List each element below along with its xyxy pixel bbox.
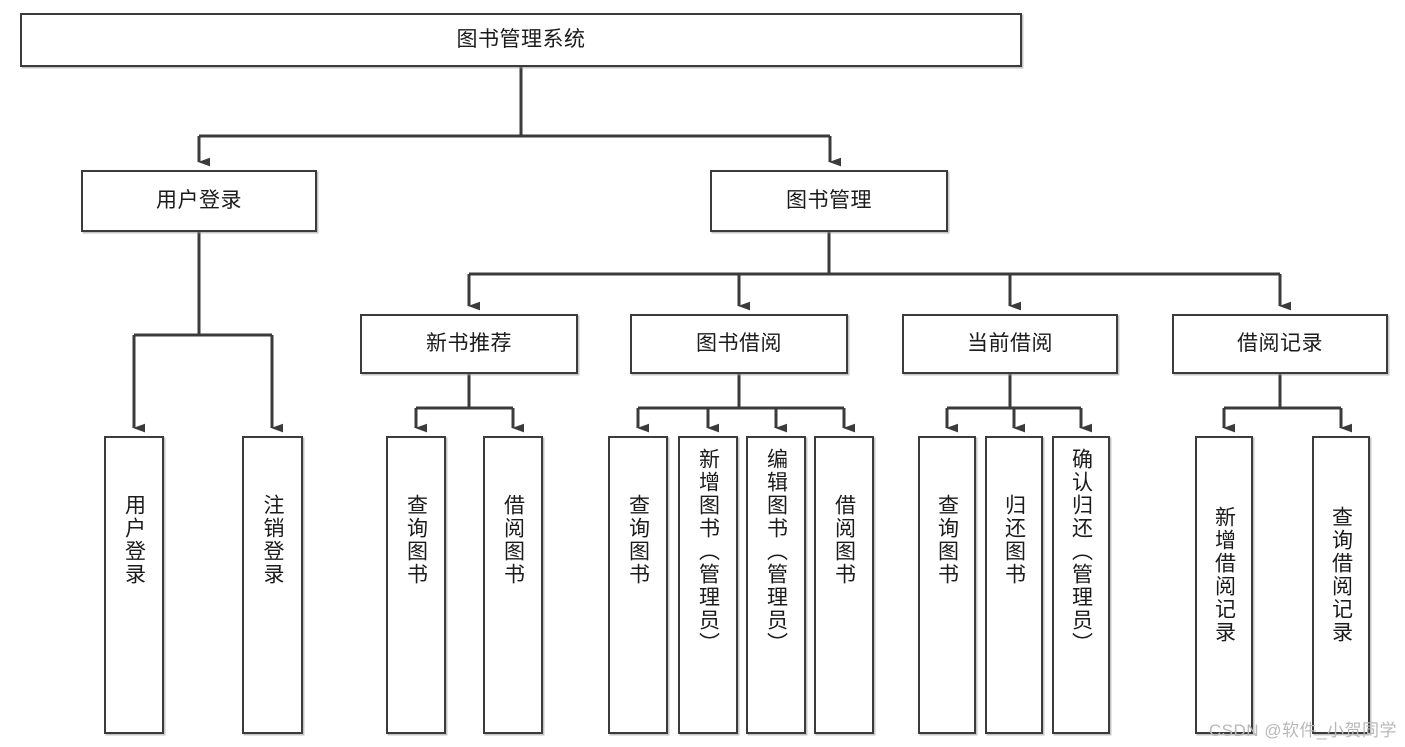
watermark: CSDN @软件_小贺同学	[1208, 721, 1397, 740]
node-leaf-borrow-books-borrow[interactable]: 借阅图书	[814, 436, 874, 734]
node-book-borrow[interactable]: 图书借阅	[630, 314, 848, 374]
node-book-borrow-label: 图书借阅	[696, 331, 782, 355]
node-user-login-label: 用户登录	[156, 188, 242, 212]
node-leaf-logout-label: 注销登录	[261, 494, 285, 586]
node-root-label: 图书管理系统	[456, 27, 586, 51]
node-leaf-add-book-admin-label: 新增图书（管理员）	[696, 448, 720, 655]
node-leaf-query-books-rec-label: 查询图书	[404, 494, 428, 586]
node-leaf-user-login[interactable]: 用户登录	[104, 436, 164, 734]
node-leaf-add-book-admin[interactable]: 新增图书（管理员）	[678, 436, 738, 734]
node-leaf-query-books-rec[interactable]: 查询图书	[386, 436, 446, 734]
node-leaf-add-borrow-record[interactable]: 新增借阅记录	[1195, 436, 1253, 734]
node-book-management-label: 图书管理	[786, 188, 872, 212]
node-leaf-logout[interactable]: 注销登录	[242, 436, 303, 734]
node-leaf-borrow-books-rec-label: 借阅图书	[501, 494, 525, 586]
node-root[interactable]: 图书管理系统	[20, 13, 1022, 67]
node-current-borrow-label: 当前借阅	[967, 331, 1053, 355]
node-leaf-query-books-borrow-label: 查询图书	[626, 494, 650, 586]
node-leaf-borrow-books-borrow-label: 借阅图书	[832, 494, 856, 586]
node-borrow-record-label: 借阅记录	[1237, 331, 1323, 355]
node-user-login[interactable]: 用户登录	[81, 170, 317, 232]
node-leaf-edit-book-admin-label: 编辑图书（管理员）	[764, 448, 788, 655]
node-book-management[interactable]: 图书管理	[710, 170, 948, 232]
node-leaf-user-login-label: 用户登录	[122, 494, 146, 586]
node-leaf-return-books-label: 归还图书	[1002, 494, 1026, 586]
node-leaf-add-borrow-record-label: 新增借阅记录	[1212, 506, 1236, 644]
node-leaf-query-books-current-label: 查询图书	[935, 494, 959, 586]
node-leaf-query-borrow-record[interactable]: 查询借阅记录	[1312, 436, 1370, 734]
node-new-book-recommend-label: 新书推荐	[426, 331, 512, 355]
node-leaf-query-books-borrow[interactable]: 查询图书	[608, 436, 668, 734]
node-leaf-confirm-return-admin-label: 确认归还（管理员）	[1069, 448, 1093, 655]
node-leaf-borrow-books-rec[interactable]: 借阅图书	[483, 436, 543, 734]
node-leaf-return-books[interactable]: 归还图书	[985, 436, 1043, 734]
node-leaf-edit-book-admin[interactable]: 编辑图书（管理员）	[746, 436, 806, 734]
node-leaf-confirm-return-admin[interactable]: 确认归还（管理员）	[1052, 436, 1110, 734]
node-leaf-query-borrow-record-label: 查询借阅记录	[1329, 506, 1353, 644]
node-leaf-query-books-current[interactable]: 查询图书	[918, 436, 976, 734]
node-new-book-recommend[interactable]: 新书推荐	[360, 314, 578, 374]
node-current-borrow[interactable]: 当前借阅	[902, 314, 1118, 374]
node-borrow-record[interactable]: 借阅记录	[1172, 314, 1388, 374]
